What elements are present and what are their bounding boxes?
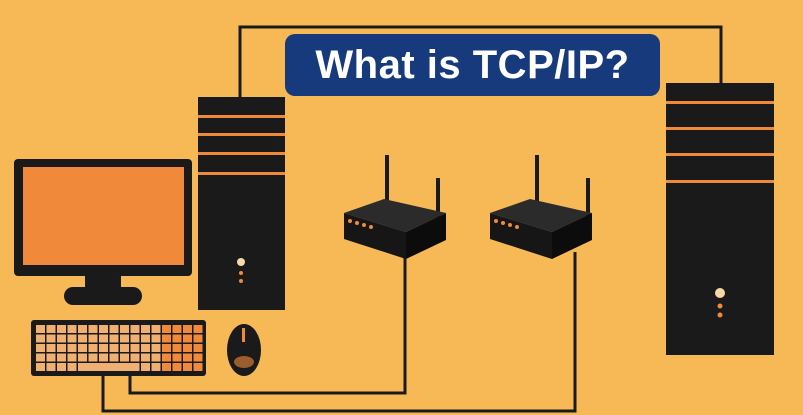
- keyboard-key: [130, 325, 140, 333]
- keyboard-key: [88, 334, 98, 343]
- keyboard-key: [141, 344, 150, 352]
- computer-tower-left-icon: [198, 97, 285, 310]
- keyboard-key: [109, 325, 119, 333]
- keyboard-key: [120, 334, 129, 343]
- keyboard-key: [151, 353, 161, 362]
- keyboard-key: [57, 334, 66, 343]
- keyboard-spacebar: [78, 363, 140, 371]
- keyboard-key: [141, 353, 150, 362]
- monitor-icon: [14, 159, 192, 305]
- keyboard-key: [99, 344, 108, 352]
- keyboard-key: [183, 344, 192, 352]
- title-banner: What is TCP/IP?: [285, 34, 660, 96]
- keyboard-key: [183, 363, 192, 371]
- keyboard-key: [99, 353, 108, 362]
- keyboard-key: [88, 353, 98, 362]
- keyboard-key: [67, 353, 77, 362]
- keyboard-key: [36, 363, 45, 371]
- keyboard-key: [67, 344, 77, 352]
- keyboard-key: [46, 344, 56, 352]
- keyboard-key: [151, 344, 161, 352]
- keyboard-key: [36, 334, 45, 343]
- keyboard-key: [162, 363, 171, 371]
- keyboard-key: [193, 334, 203, 343]
- keyboard-key: [36, 325, 45, 333]
- keyboard-key: [109, 334, 119, 343]
- keyboard-key: [162, 325, 171, 333]
- keyboard-key: [193, 325, 203, 333]
- server-tower-right-icon: [666, 83, 774, 355]
- keyboard-key: [193, 353, 203, 362]
- mouse-icon: [227, 324, 261, 376]
- keyboard-key: [120, 353, 129, 362]
- keyboard-key: [141, 363, 150, 371]
- keyboard-key: [141, 334, 150, 343]
- keyboard-key: [151, 325, 161, 333]
- router-left-icon: [344, 155, 446, 259]
- keyboard-key: [57, 344, 66, 352]
- keyboard-key: [78, 344, 87, 352]
- keyboard-key: [99, 334, 108, 343]
- keyboard-key: [46, 353, 56, 362]
- keyboard-key: [183, 353, 192, 362]
- keyboard-key: [130, 353, 140, 362]
- keyboard-key: [78, 325, 87, 333]
- keyboard-key: [78, 334, 87, 343]
- keyboard-key: [67, 363, 77, 371]
- keyboard-key: [109, 353, 119, 362]
- keyboard-key: [172, 334, 182, 343]
- keyboard-key: [88, 344, 98, 352]
- cable-router-left: [128, 252, 407, 395]
- keyboard-key: [151, 334, 161, 343]
- keyboard-key: [183, 325, 192, 333]
- keyboard-key: [67, 325, 77, 333]
- keyboard-key: [172, 353, 182, 362]
- keyboard-key: [88, 325, 98, 333]
- keyboard-key: [46, 325, 56, 333]
- keyboard-key: [36, 353, 45, 362]
- keyboard-key: [193, 344, 203, 352]
- keyboard-key: [99, 325, 108, 333]
- keyboard-key: [57, 325, 66, 333]
- keyboard-key: [67, 334, 77, 343]
- keyboard-key: [46, 363, 56, 371]
- keyboard-key: [120, 325, 129, 333]
- keyboard-key: [130, 344, 140, 352]
- keyboard-key: [130, 334, 140, 343]
- keyboard-key: [183, 334, 192, 343]
- keyboard-key: [78, 353, 87, 362]
- cable-router-right: [101, 252, 577, 413]
- keyboard-key: [57, 363, 66, 371]
- keyboard-key: [162, 353, 171, 362]
- page-title: What is TCP/IP?: [315, 42, 630, 87]
- keyboard-key: [162, 344, 171, 352]
- cable-top: [238, 25, 723, 97]
- keyboard-key: [193, 363, 203, 371]
- keyboard-key: [151, 363, 161, 371]
- keyboard-key: [172, 344, 182, 352]
- keyboard-key: [172, 325, 182, 333]
- keyboard-key: [172, 363, 182, 371]
- keyboard-key: [57, 353, 66, 362]
- keyboard-key: [120, 344, 129, 352]
- keyboard-key: [36, 344, 45, 352]
- keyboard-key: [46, 334, 56, 343]
- keyboard-key: [141, 325, 150, 333]
- network-cables: [101, 25, 723, 413]
- keyboard-key: [162, 334, 171, 343]
- router-right-icon: [490, 155, 592, 259]
- keyboard-keys: [36, 325, 203, 371]
- keyboard-key: [109, 344, 119, 352]
- keyboard-icon: [31, 320, 206, 376]
